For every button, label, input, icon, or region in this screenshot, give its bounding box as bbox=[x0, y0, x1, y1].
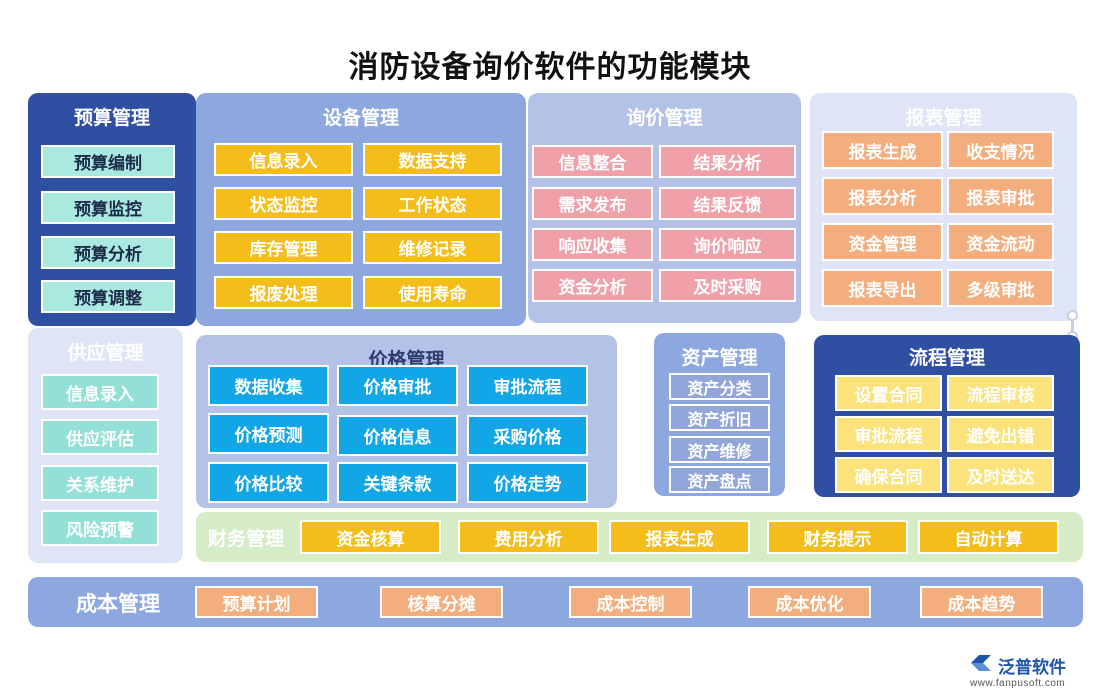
budget-panel-title: 预算管理 bbox=[73, 107, 150, 129]
logo-name: 泛普软件 bbox=[998, 657, 1066, 678]
cost-item[interactable]: 核算分摊 bbox=[380, 586, 503, 618]
equipment-panel-title: 设备管理 bbox=[322, 107, 399, 129]
inquiry-item[interactable]: 需求发布 bbox=[532, 187, 653, 220]
cost-item[interactable]: 成本优化 bbox=[748, 586, 871, 618]
equipment-item[interactable]: 工作状态 bbox=[363, 187, 502, 220]
asset-item[interactable]: 资产分类 bbox=[669, 373, 770, 400]
inquiry-item[interactable]: 及时采购 bbox=[659, 269, 796, 302]
budget-item[interactable]: 预算监控 bbox=[41, 191, 175, 224]
flow-panel-title: 流程管理 bbox=[908, 347, 985, 369]
supply-item[interactable]: 关系维护 bbox=[41, 465, 159, 501]
report-item[interactable]: 报表生成 bbox=[822, 131, 943, 169]
report-panel: 报表管理 报表生成 收支情况 报表分析 报表审批 资金管理 资金流动 报表导出 … bbox=[810, 93, 1077, 321]
equipment-panel: 设备管理 信息录入 数据支持 状态监控 工作状态 库存管理 维修记录 报废处理 … bbox=[196, 93, 526, 326]
asset-panel-title: 资产管理 bbox=[681, 347, 758, 369]
flow-item[interactable]: 流程审核 bbox=[947, 375, 1054, 411]
inquiry-panel: 询价管理 信息整合 结果分析 需求发布 结果反馈 响应收集 询价响应 资金分析 … bbox=[528, 93, 801, 323]
cost-item[interactable]: 预算计划 bbox=[195, 586, 318, 618]
connector-line bbox=[1071, 316, 1074, 338]
asset-panel: 资产管理 资产分类 资产折旧 资产维修 资产盘点 bbox=[654, 333, 785, 496]
logo-url: www.fanpusoft.com bbox=[970, 678, 1066, 689]
report-item[interactable]: 资金流动 bbox=[947, 223, 1054, 261]
budget-item[interactable]: 预算调整 bbox=[41, 280, 175, 313]
budget-panel: 预算管理 预算编制 预算监控 预算分析 预算调整 bbox=[28, 93, 196, 326]
finance-item[interactable]: 费用分析 bbox=[458, 520, 599, 554]
cost-item[interactable]: 成本趋势 bbox=[920, 586, 1043, 618]
finance-item[interactable]: 资金核算 bbox=[300, 520, 441, 554]
asset-item[interactable]: 资产折旧 bbox=[669, 404, 770, 431]
finance-item[interactable]: 报表生成 bbox=[609, 520, 750, 554]
supply-item[interactable]: 信息录入 bbox=[41, 374, 159, 410]
report-item[interactable]: 报表审批 bbox=[947, 177, 1054, 215]
flow-item[interactable]: 审批流程 bbox=[835, 416, 942, 452]
supply-item[interactable]: 风险预警 bbox=[41, 510, 159, 546]
flow-item[interactable]: 确保合同 bbox=[835, 457, 942, 493]
equipment-item[interactable]: 报废处理 bbox=[214, 276, 353, 309]
price-item[interactable]: 价格比较 bbox=[208, 462, 329, 503]
equipment-item[interactable]: 维修记录 bbox=[363, 231, 502, 264]
finance-item[interactable]: 财务提示 bbox=[767, 520, 908, 554]
report-item[interactable]: 收支情况 bbox=[947, 131, 1054, 169]
equipment-item[interactable]: 数据支持 bbox=[363, 143, 502, 176]
report-item[interactable]: 资金管理 bbox=[822, 223, 943, 261]
inquiry-item[interactable]: 询价响应 bbox=[659, 228, 796, 261]
flow-item[interactable]: 设置合同 bbox=[835, 375, 942, 411]
equipment-item[interactable]: 库存管理 bbox=[214, 231, 353, 264]
report-item[interactable]: 多级审批 bbox=[947, 269, 1054, 307]
inquiry-panel-title: 询价管理 bbox=[626, 107, 703, 129]
report-panel-title: 报表管理 bbox=[905, 107, 982, 129]
page-title: 消防设备询价软件的功能模块 bbox=[348, 50, 752, 85]
price-item[interactable]: 价格信息 bbox=[337, 415, 458, 456]
flow-item[interactable]: 及时送达 bbox=[947, 457, 1054, 493]
supply-panel: 供应管理 信息录入 供应评估 关系维护 风险预警 bbox=[28, 328, 183, 563]
price-item[interactable]: 价格走势 bbox=[467, 462, 588, 503]
finance-item[interactable]: 自动计算 bbox=[918, 520, 1059, 554]
price-item[interactable]: 价格预测 bbox=[208, 413, 329, 454]
flow-panel: 流程管理 设置合同 流程审核 审批流程 避免出错 确保合同 及时送达 bbox=[814, 335, 1080, 497]
finance-panel: 财务管理 资金核算 费用分析 报表生成 财务提示 自动计算 bbox=[196, 512, 1083, 562]
price-item[interactable]: 审批流程 bbox=[467, 365, 588, 406]
asset-item[interactable]: 资产盘点 bbox=[669, 466, 770, 493]
flow-item[interactable]: 避免出错 bbox=[947, 416, 1054, 452]
finance-panel-title: 财务管理 bbox=[208, 528, 285, 550]
connector-dot bbox=[1067, 310, 1078, 321]
brand-logo: 泛普软件 www.fanpusoft.com bbox=[968, 652, 1092, 698]
price-panel: 价格管理 数据收集 价格审批 审批流程 价格预测 价格信息 采购价格 价格比较 … bbox=[196, 335, 617, 508]
price-item[interactable]: 关键条款 bbox=[337, 462, 458, 503]
budget-item[interactable]: 预算编制 bbox=[41, 145, 175, 178]
price-item[interactable]: 采购价格 bbox=[467, 415, 588, 456]
asset-item[interactable]: 资产维修 bbox=[669, 436, 770, 463]
equipment-item[interactable]: 状态监控 bbox=[214, 187, 353, 220]
report-item[interactable]: 报表分析 bbox=[822, 177, 943, 215]
inquiry-item[interactable]: 资金分析 bbox=[532, 269, 653, 302]
cost-panel: 成本管理 预算计划 核算分摊 成本控制 成本优化 成本趋势 bbox=[28, 577, 1083, 627]
inquiry-item[interactable]: 结果反馈 bbox=[659, 187, 796, 220]
cost-panel-title: 成本管理 bbox=[76, 592, 160, 616]
price-item[interactable]: 数据收集 bbox=[208, 365, 329, 406]
equipment-item[interactable]: 信息录入 bbox=[214, 143, 353, 176]
price-item[interactable]: 价格审批 bbox=[337, 365, 458, 406]
inquiry-item[interactable]: 信息整合 bbox=[532, 145, 653, 178]
cost-item[interactable]: 成本控制 bbox=[569, 586, 692, 618]
budget-item[interactable]: 预算分析 bbox=[41, 236, 175, 269]
inquiry-item[interactable]: 结果分析 bbox=[659, 145, 796, 178]
inquiry-item[interactable]: 响应收集 bbox=[532, 228, 653, 261]
report-item[interactable]: 报表导出 bbox=[822, 269, 943, 307]
equipment-item[interactable]: 使用寿命 bbox=[363, 276, 502, 309]
supply-panel-title: 供应管理 bbox=[67, 342, 144, 364]
supply-item[interactable]: 供应评估 bbox=[41, 419, 159, 455]
fanpu-logo-icon bbox=[968, 652, 994, 678]
